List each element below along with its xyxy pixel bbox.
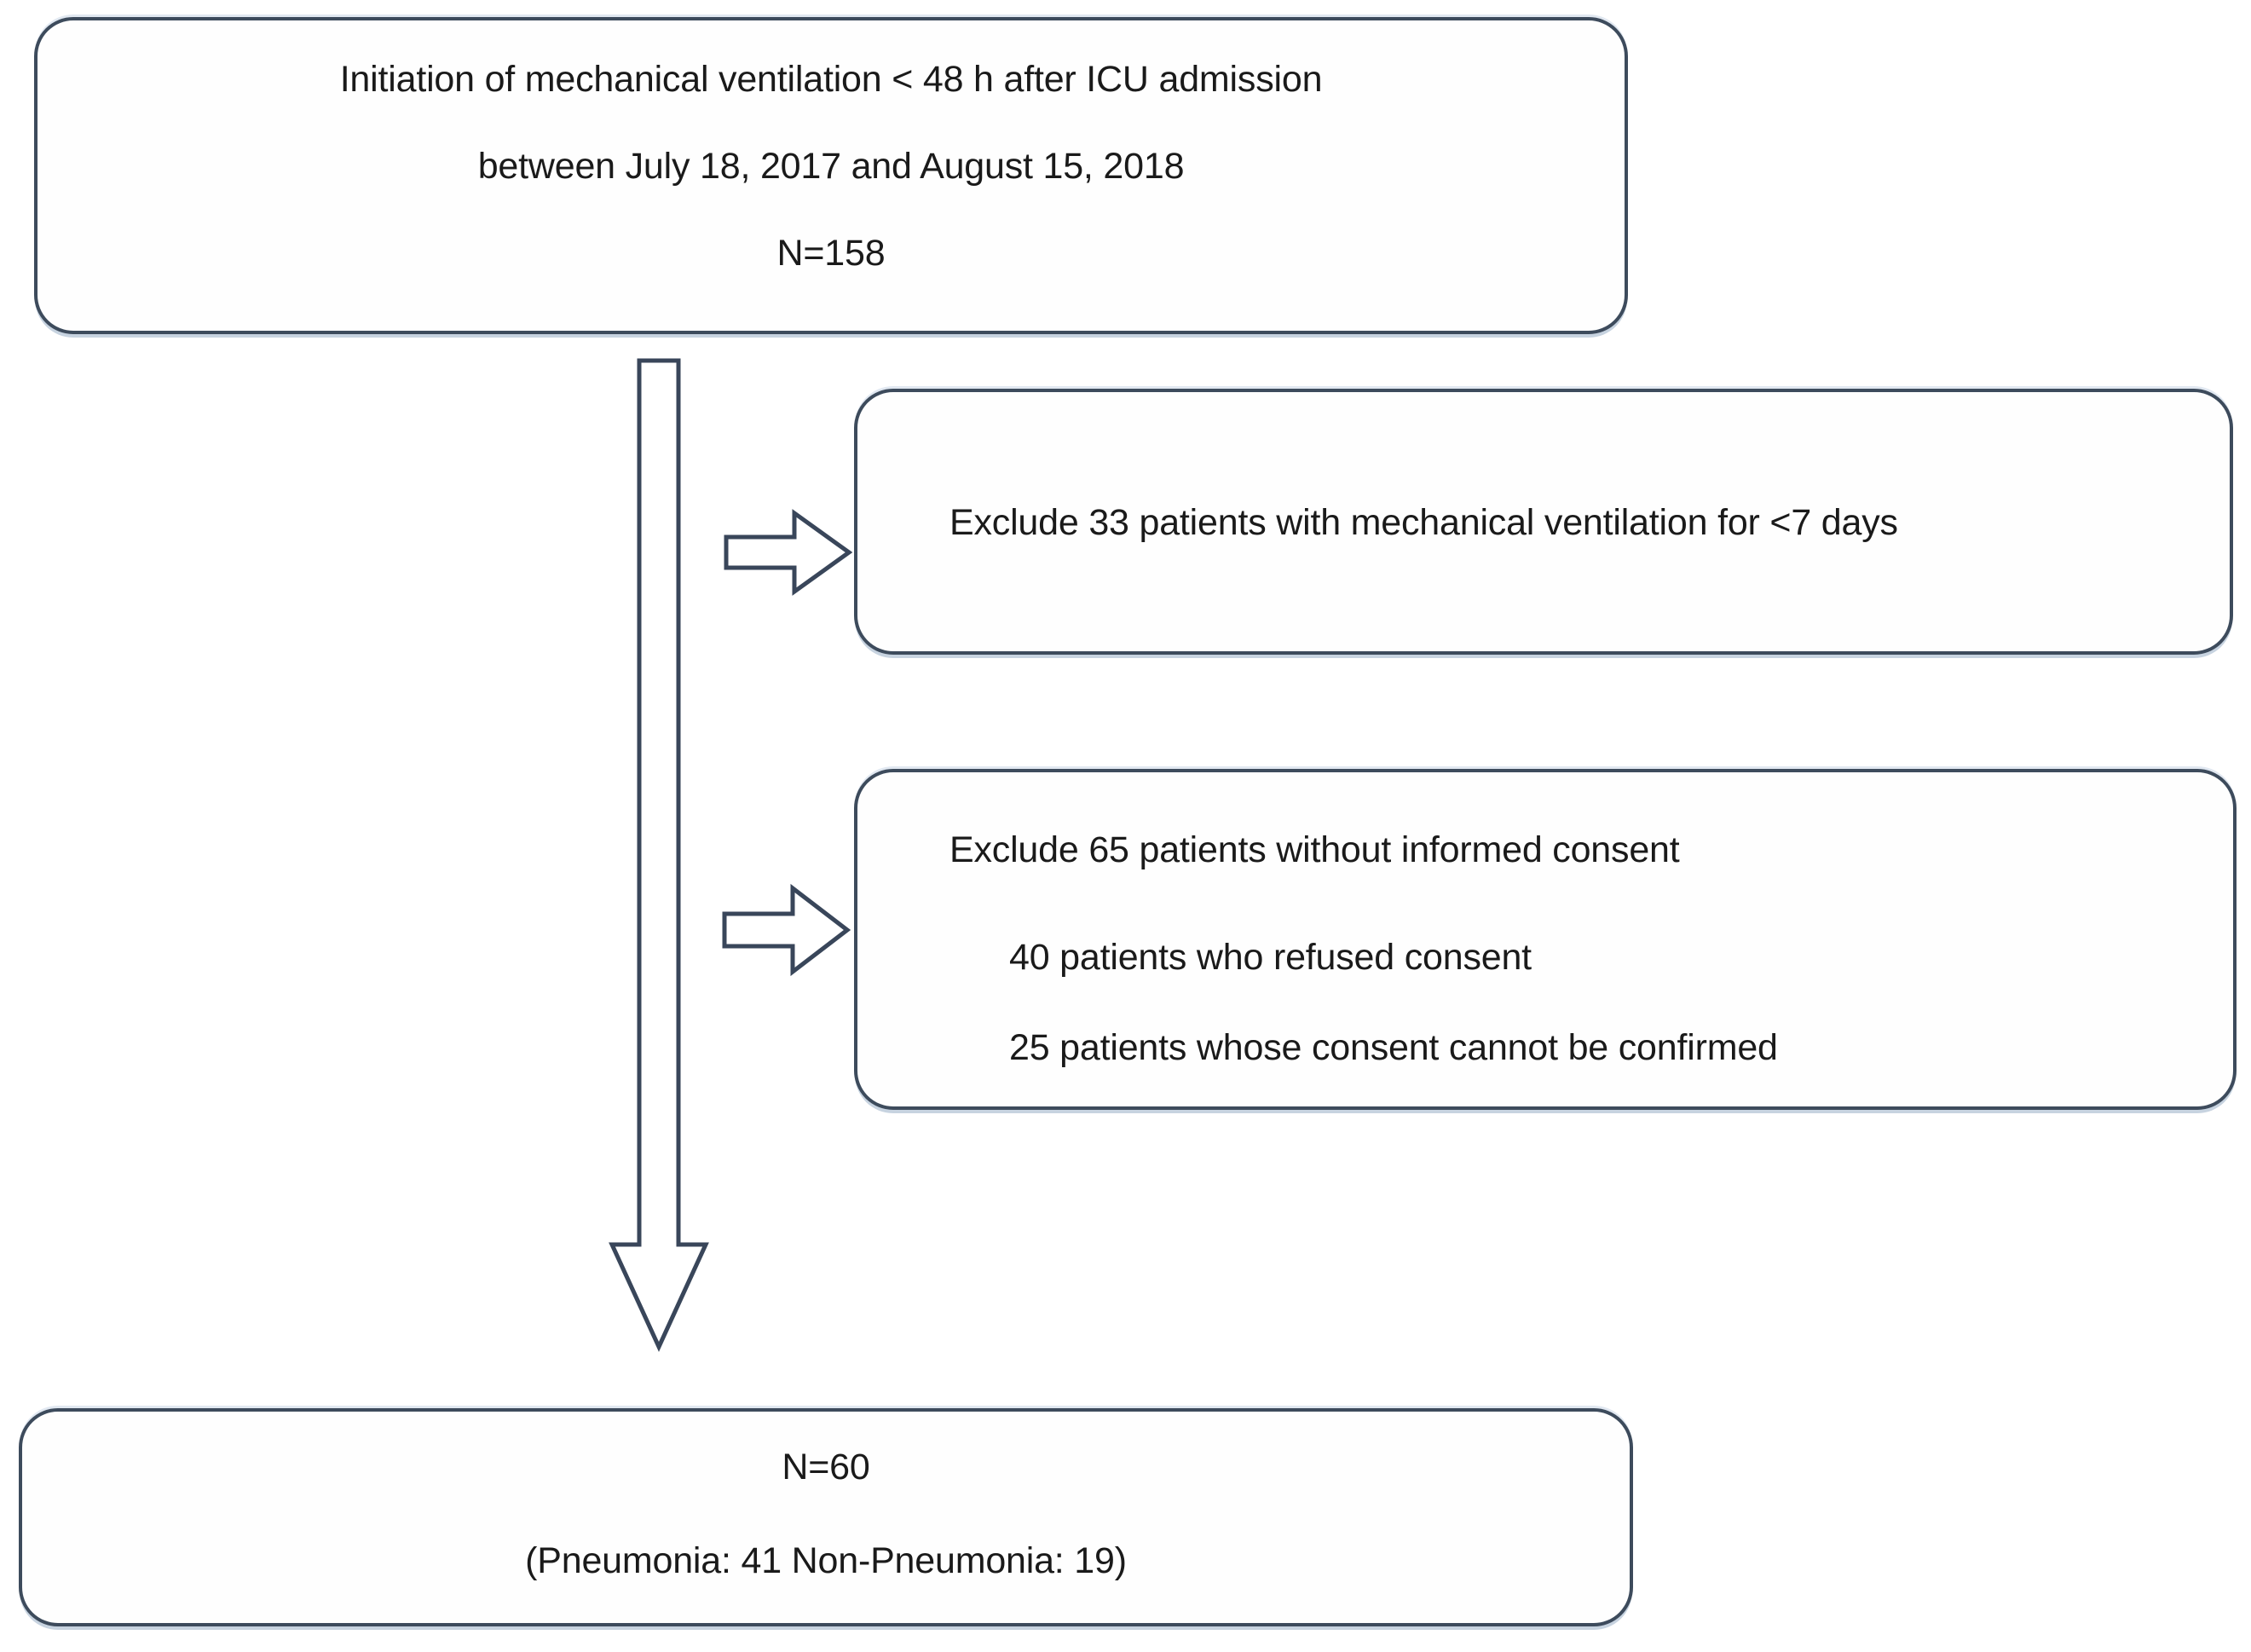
exclusion-box-ventilation: Exclude 33 patients with mechanical vent… bbox=[854, 389, 2233, 655]
eligibility-count: N=158 bbox=[776, 233, 886, 274]
final-cohort-count: N=60 bbox=[782, 1447, 870, 1487]
eligibility-line-1: Initiation of mechanical ventilation < 4… bbox=[339, 59, 1323, 100]
eligibility-box: Initiation of mechanical ventilation < 4… bbox=[34, 17, 1628, 334]
final-cohort-box: N=60 (Pneumonia: 41 Non-Pneumonia: 19) bbox=[19, 1408, 1633, 1626]
exclusion-consent-heading: Exclude 65 patients without informed con… bbox=[949, 829, 1680, 870]
exclusion-ventilation-text: Exclude 33 patients with mechanical vent… bbox=[949, 502, 1898, 543]
final-cohort-breakdown: (Pneumonia: 41 Non-Pneumonia: 19) bbox=[525, 1540, 1127, 1581]
eligibility-line-2: between July 18, 2017 and August 15, 201… bbox=[477, 146, 1185, 187]
exclusion-consent-refused: 40 patients who refused consent bbox=[1009, 937, 1532, 978]
arrow-right-icon bbox=[723, 508, 852, 597]
arrow-down-icon bbox=[597, 358, 733, 1360]
exclusion-consent-unconfirmed: 25 patients whose consent cannot be conf… bbox=[1009, 1027, 1778, 1068]
exclusion-box-consent: Exclude 65 patients without informed con… bbox=[854, 769, 2237, 1110]
arrow-right-icon bbox=[721, 883, 851, 977]
